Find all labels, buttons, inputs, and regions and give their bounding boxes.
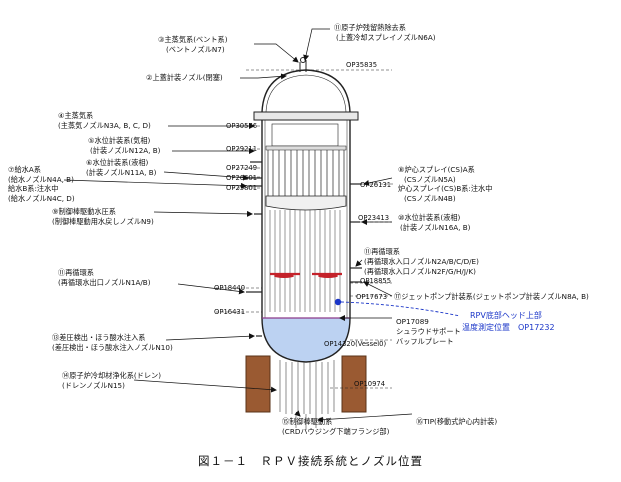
elevation-op29211: OP29211 xyxy=(226,145,257,153)
label-tip: ⑯TIP(移動式炉心内計装) xyxy=(416,417,497,426)
core-fuel xyxy=(269,210,341,312)
elevation-op30576: OP30576 xyxy=(226,122,257,130)
system-labels: ⑪原子炉残留熱除去系 (上蓋冷却スプレイノズルN6A) ③主蒸気系(ベント系) … xyxy=(8,23,589,436)
reactor-vessel xyxy=(245,57,367,430)
label-crd-hydraulic: ⑨制御棒駆動水圧系 xyxy=(52,207,116,216)
water-in-lower-head xyxy=(262,318,350,362)
label-main-steam-nozzle: (主蒸気ノズルN3A, B, C, D) xyxy=(58,121,151,130)
temperature-point xyxy=(334,298,461,317)
elevation-lines xyxy=(216,69,394,389)
label-slc-nozzle: (差圧検出・ほう酸水注入ノズルN10) xyxy=(52,343,173,352)
leader-lines xyxy=(63,28,413,423)
label-rhr-head-spray-nozzle: (上蓋冷却スプレイノズルN6A) xyxy=(336,33,436,42)
temperature-annotation: RPV底部ヘッド上部 温度測定位置 OP17232 xyxy=(462,310,555,332)
elevation-op14320: OP14320(Vessel0) xyxy=(324,340,387,348)
label-crd-hydraulic-nozzle: (制御棒駆動用水戻しノズルN9) xyxy=(52,217,154,226)
label-feedwater-b-nozzle: (給水ノズルN4C, D) xyxy=(8,194,75,203)
right-nozzles xyxy=(350,183,362,283)
figure-caption: 図１－１ ＲＰＶ接続系統とノズル位置 xyxy=(198,454,423,468)
label-jet-pump-instr: ⑰ジェットポンプ計装系(ジェットポンプ計装ノズルN8A, B) xyxy=(394,292,589,301)
annotation-temp-position: 温度測定位置 OP17232 xyxy=(462,322,555,332)
label-core-spray-a: ⑧炉心スプレイ(CS)A系 xyxy=(398,165,475,174)
label-crd-system: ⑮制御棒駆動系 xyxy=(282,417,332,426)
elevation-labels: OP35835 OP30576 OP29211 OP27249 OP26601 … xyxy=(214,61,391,388)
support-skirt-right xyxy=(341,355,367,413)
label-op17089: OP17089 xyxy=(396,317,429,326)
annotation-rpv-bottom-head: RPV底部ヘッド上部 xyxy=(470,310,542,320)
label-level-instr-liquid: ⑥水位計装系(液相) xyxy=(86,158,149,167)
label-recirc-outlet-nozzle: (再循環水出口ノズルN1A/B) xyxy=(58,278,151,287)
label-vent-nozzle: (ベントノズルN7) xyxy=(166,45,225,54)
elevation-op35835: OP35835 xyxy=(346,61,377,69)
label-level-instr-gas-nozzle: (計装ノズルN12A, B) xyxy=(90,146,161,155)
vessel-flange xyxy=(253,111,359,121)
top-head xyxy=(261,69,351,113)
label-level-instr-liquid-2-nozzle: (計装ノズルN16A, B) xyxy=(400,223,471,232)
elevation-op26601: OP26601 xyxy=(226,174,257,182)
support-skirt-left xyxy=(245,355,271,413)
label-recirc-inlet: ⑪再循環系 xyxy=(364,247,400,256)
label-recirc-inlet-nozzle-2: (再循環水入口ノズルN2F/G/H/J/K) xyxy=(364,267,476,276)
label-feedwater-b: 給水B系:注水中 xyxy=(8,184,58,193)
elevation-op27249: OP27249 xyxy=(226,164,257,172)
left-nozzles xyxy=(246,161,262,337)
elevation-op23413: OP23413 xyxy=(358,214,389,222)
label-feedwater-a-nozzle: (給水ノズルN4A, B) xyxy=(8,175,74,184)
elevation-op10974: OP10974 xyxy=(354,380,385,388)
label-level-instr-liquid-nozzle: (計装ノズルN11A, B) xyxy=(86,168,157,177)
elevation-op26131: OP26131 xyxy=(360,181,391,189)
label-core-spray-b: 炉心スプレイ(CS)B系:注水中 xyxy=(398,184,492,193)
crd-housings xyxy=(279,360,335,430)
steam-separators xyxy=(267,148,345,196)
label-head-instrument-nozzle: ②上蓋計装ノズル(閉塞) xyxy=(146,73,223,82)
label-drain-nozzle: (ドレンノズルN15) xyxy=(62,381,125,390)
label-main-steam: ④主蒸気系 xyxy=(58,111,93,120)
label-slc-system: ⑬差圧検出・ほう酸水注入系 xyxy=(52,333,145,342)
label-recirc-inlet-nozzle-1: (再循環水入口ノズルN2A/B/C/D/E) xyxy=(364,257,479,266)
bottom-head xyxy=(261,317,351,363)
elevation-op18440: OP18440 xyxy=(214,284,245,292)
steam-dryer xyxy=(271,123,339,147)
elevation-op25801: OP25801 xyxy=(226,184,257,192)
elevation-op16431: OP16431 xyxy=(214,308,245,316)
label-shroud-support: シュラウドサポート xyxy=(396,327,461,336)
label-core-spray-b-nozzle: (CSノズルN4B) xyxy=(404,194,456,203)
label-cuw-drain: ⑭原子炉冷却材浄化系(ドレン) xyxy=(62,371,161,380)
label-rhr-head-spray: ⑪原子炉残留熱除去系 xyxy=(334,23,406,32)
label-baffle-plate: バッフルプレート xyxy=(396,337,454,346)
label-feedwater-a: ⑦給水A系 xyxy=(8,165,41,174)
label-main-steam-vent: ③主蒸気系(ベント系) xyxy=(158,35,228,44)
label-crd-housing-flange: (CRDハウジング下端フランジ部) xyxy=(282,427,390,436)
label-recirc-outlet: ⑪再循環系 xyxy=(58,268,94,277)
elevation-op17673: OP17673 xyxy=(356,293,387,301)
label-level-instr-liquid-2: ⑩水位計装系(液相) xyxy=(398,213,461,222)
label-core-spray-a-nozzle: (CSノズルN5A) xyxy=(404,175,456,184)
label-level-instr-gas: ⑤水位計装系(気相) xyxy=(88,136,151,145)
elevation-op18855: OP18855 xyxy=(360,277,391,285)
